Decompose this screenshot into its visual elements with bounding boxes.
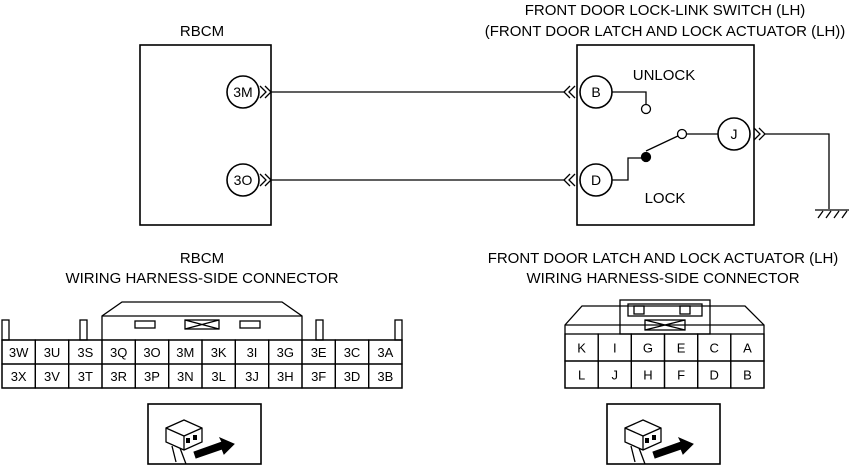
actuator-connector-grid: K I G E C A L J H F D B	[564, 333, 765, 389]
rbcm-connector-pin-label: 3I	[247, 345, 258, 360]
rbcm-connector-pin-label: 3E	[311, 345, 327, 360]
switch-pin-j-circle	[717, 117, 751, 151]
rbcm-connector-pin-label: 3H	[277, 369, 294, 384]
rbcm-pin-3m-circle	[226, 75, 260, 109]
lock-contact	[640, 151, 652, 163]
switch-j-connector-chevron	[753, 127, 766, 141]
switch-b-connector-chevron	[563, 85, 576, 99]
rbcm-connector-pin-label: 3J	[245, 369, 259, 384]
switch-d-connector-chevron	[563, 173, 576, 187]
actuator-connector-pin-label: G	[643, 341, 653, 356]
rbcm-connector-pin-label: 3S	[77, 345, 93, 360]
rbcm-connector-pin-label: 3P	[144, 369, 160, 384]
actuator-connector-title-line1: FRONT DOOR LATCH AND LOCK ACTUATOR (LH)	[488, 250, 839, 267]
actuator-connector-pin-label: B	[743, 368, 752, 383]
rbcm-connector-pin-label: 3L	[211, 369, 225, 384]
rbcm-pin-3m-label: 3M	[233, 84, 252, 100]
rbcm-connector-pin-label: 3R	[110, 369, 127, 384]
switch-title-line2: (FRONT DOOR LATCH AND LOCK ACTUATOR (LH)…	[485, 23, 846, 40]
switch-pivot	[676, 128, 688, 140]
switch-title-line1: FRONT DOOR LOCK-LINK SWITCH (LH)	[525, 2, 806, 19]
actuator-connector-pin-label: L	[578, 368, 585, 383]
rbcm-connector-pin-label: 3B	[377, 369, 393, 384]
rbcm-connector-pin-label: 3W	[9, 345, 29, 360]
actuator-connector-pin-label: K	[577, 341, 586, 356]
actuator-connector-cell	[730, 360, 765, 389]
switch-lock-wire	[612, 157, 645, 181]
switch-pin-d-label: D	[591, 172, 601, 188]
actuator-connector-pin-label: A	[743, 341, 752, 356]
ground-icon	[815, 209, 849, 219]
rbcm-connector-cell	[368, 363, 403, 389]
rbcm-connector-grid: 3W 3U 3S 3Q 3O 3M 3K 3I 3G 3E 3C 3A 3X 3V 3T 3R 3P 3N 3L 3J…	[1, 339, 403, 389]
switch-pin-b-label: B	[591, 84, 600, 100]
rbcm-connector-pin-label: 3G	[277, 345, 294, 360]
actuator-connector-title-line2: WIRING HARNESS-SIDE CONNECTOR	[526, 270, 799, 287]
rbcm-connector-pin-label: 3X	[11, 369, 27, 384]
actuator-connector-view-icon	[606, 403, 721, 465]
rbcm-connector-pin-label: 3T	[78, 369, 93, 384]
rbcm-title: RBCM	[180, 23, 224, 40]
unlock-contact	[640, 103, 652, 115]
rbcm-connector-title-line2: WIRING HARNESS-SIDE CONNECTOR	[65, 270, 338, 287]
switch-pin-j-label: J	[731, 126, 738, 142]
rbcm-connector-pin-label: 3K	[211, 345, 227, 360]
wire-j-to-ground	[765, 133, 830, 209]
actuator-connector-pin-label: F	[677, 368, 685, 383]
actuator-connector-pin-label: C	[710, 341, 719, 356]
lock-label: LOCK	[645, 190, 686, 207]
rbcm-box	[139, 44, 272, 226]
rbcm-connector-view-icon	[147, 403, 262, 465]
rbcm-connector-pin-label: 3C	[344, 345, 361, 360]
rbcm-connector-pin-label: 3V	[44, 369, 60, 384]
rbcm-connector-pin-label: 3F	[311, 369, 326, 384]
switch-unlock-wire	[612, 91, 647, 104]
rbcm-connector-pin-label: 3N	[177, 369, 194, 384]
rbcm-pin-3o-circle	[226, 163, 260, 197]
actuator-connector-pin-label: E	[677, 341, 686, 356]
actuator-connector-pin-label: H	[643, 368, 652, 383]
actuator-connector-pin-label: J	[612, 368, 619, 383]
unlock-label: UNLOCK	[633, 67, 696, 84]
switch-lever	[645, 134, 681, 152]
actuator-connector-pin-label: D	[710, 368, 719, 383]
rbcm-connector-title-line1: RBCM	[180, 250, 224, 267]
rbcm-connector-pin-label: 3U	[44, 345, 61, 360]
rbcm-connector-pin-label: 3O	[143, 345, 160, 360]
rbcm-connector-pin-label: 3Q	[110, 345, 127, 360]
rbcm-pin-3o-label: 3O	[234, 172, 253, 188]
rbcm-connector-pin-label: 3M	[176, 345, 194, 360]
rbcm-connector-pin-label: 3D	[344, 369, 361, 384]
rbcm-connector-pin-label: 3A	[377, 345, 393, 360]
actuator-connector-pin-label: I	[613, 341, 617, 356]
